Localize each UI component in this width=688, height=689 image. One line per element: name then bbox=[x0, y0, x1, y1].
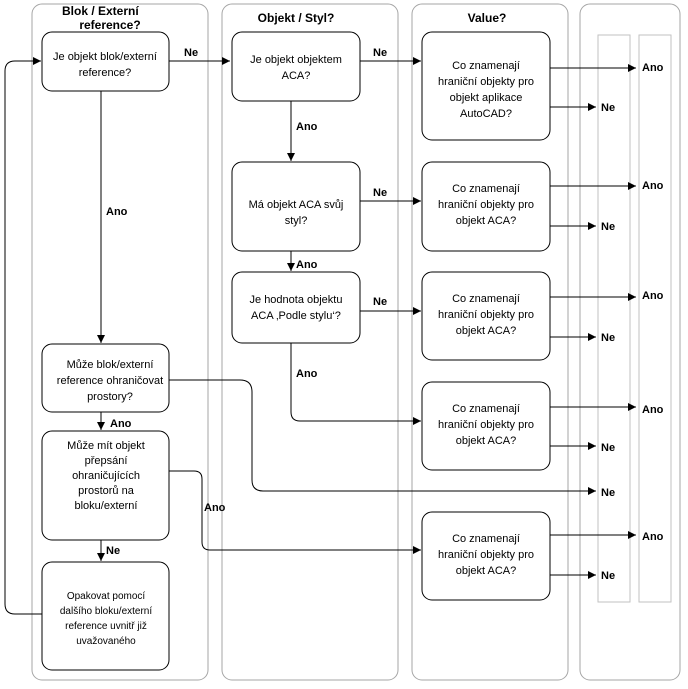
edge-label-ne: Ne bbox=[184, 47, 198, 59]
edge-label-ano: Ano bbox=[110, 418, 132, 430]
edge-label-ano: Ano bbox=[204, 502, 226, 514]
edge-label-ano: Ano bbox=[296, 121, 318, 133]
connector bbox=[290, 343, 421, 425]
lane-value bbox=[411, 3, 569, 681]
edge-label-ne: Ne bbox=[601, 570, 615, 582]
edge-label-ne: Ne bbox=[601, 221, 615, 233]
edge-label-ano: Ano bbox=[642, 404, 664, 416]
connector bbox=[169, 470, 421, 554]
lane-header-blok: Blok / Externí reference? bbox=[62, 4, 142, 32]
result-column-right bbox=[638, 34, 672, 603]
edge-label-ne: Ne bbox=[601, 332, 615, 344]
edge-label-ano: Ano bbox=[296, 259, 318, 271]
lane-header-value: Value? bbox=[468, 11, 507, 25]
connector bbox=[169, 379, 596, 495]
edge-label-ne: Ne bbox=[601, 442, 615, 454]
edge-label-ano: Ano bbox=[642, 290, 664, 302]
lane-blok bbox=[31, 3, 209, 681]
lane-objekt bbox=[221, 3, 399, 681]
edge-label-ne: Ne bbox=[601, 102, 615, 114]
edge-label-ne: Ne bbox=[106, 545, 120, 557]
edge-label-ano: Ano bbox=[642, 62, 664, 74]
result-column-left bbox=[597, 34, 631, 603]
edge-label-ano: Ano bbox=[642, 180, 664, 192]
edge-label-ano: Ano bbox=[106, 206, 128, 218]
lane-header-objekt: Objekt / Styl? bbox=[258, 11, 335, 25]
edge-label-ano: Ano bbox=[296, 368, 318, 380]
edge-label-ne: Ne bbox=[373, 47, 387, 59]
edge-label-ne: Ne bbox=[373, 187, 387, 199]
edge-label-ne: Ne bbox=[373, 296, 387, 308]
edge-label-ne: Ne bbox=[601, 487, 615, 499]
edge-label-ano: Ano bbox=[642, 531, 664, 543]
lane-result bbox=[579, 3, 681, 681]
loop-back-connector bbox=[4, 57, 43, 615]
